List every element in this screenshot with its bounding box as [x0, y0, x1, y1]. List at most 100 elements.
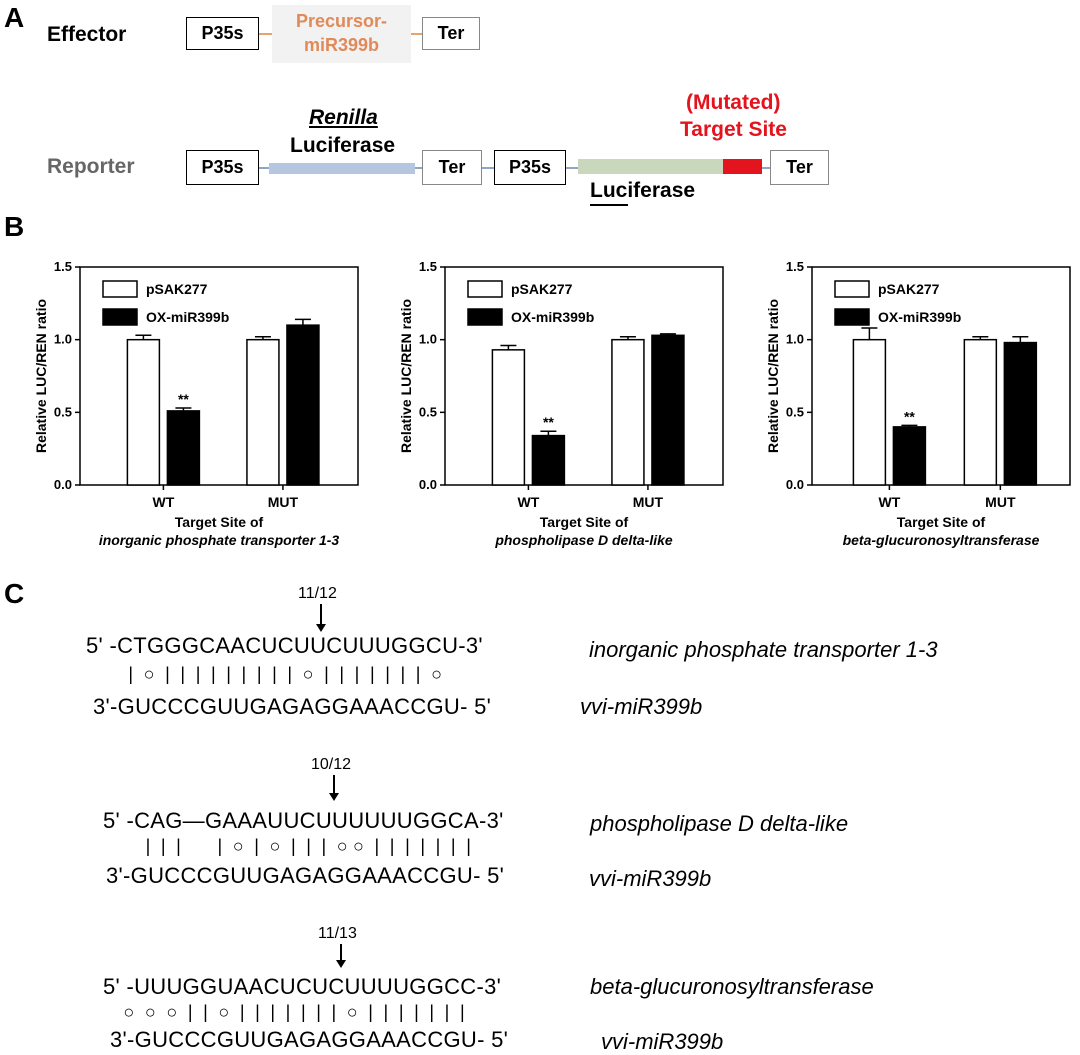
alignment-2-target-sequence: 5' -CAG—GAAAUUCUUUUUUGGCA-3' [103, 808, 504, 833]
effector-label: Effector [47, 23, 127, 46]
y-tick-label: 0.0 [54, 477, 72, 492]
legend-swatch [467, 308, 503, 326]
panel-label-b: B [4, 211, 25, 242]
reporter-label: Reporter [47, 155, 135, 178]
reporter-connector-3 [482, 167, 494, 169]
plot-frame [811, 266, 1071, 486]
legend-label: pSAK277 [146, 281, 208, 297]
renilla-luciferase-label: Luciferase [290, 134, 396, 157]
bar-psak277 [611, 338, 645, 486]
bar-ox-mir399b [892, 426, 927, 486]
x-axis-label: Target Site of [897, 514, 986, 530]
x-axis-label: Target Site of [540, 514, 629, 530]
alignment-1-arrow [320, 604, 322, 628]
bar-psak277 [126, 338, 161, 486]
legend-label: pSAK277 [878, 281, 940, 297]
plot-frame [444, 266, 724, 486]
y-tick-label: 1.5 [786, 259, 804, 274]
alignment-1-pairing: | ○ | | | | | | | | | ○ | | | | | | | ○ [118, 664, 443, 684]
alignment-2-pairing: | | | | ○ | ○ | | | ○ ○ | | | | | | | [130, 836, 472, 856]
luciferase-label: Luciferase [590, 179, 696, 202]
bar-ox-mir399b [286, 324, 320, 486]
panel-label-c: C [4, 578, 25, 609]
plot-frame [79, 266, 359, 486]
legend-swatch [834, 308, 870, 326]
alignment-1-fraction: 11/12 [298, 585, 337, 602]
luciferase-bar [578, 159, 723, 174]
alignment-2-arrowhead [329, 793, 339, 801]
y-tick-label: 0.0 [419, 477, 437, 492]
luciferase-underline [590, 204, 628, 206]
alignment-1-arrowhead [316, 624, 326, 632]
reporter-terminator-2-box: Ter [770, 150, 829, 185]
x-axis-label: Target Site of [175, 514, 264, 530]
x-tick-label: MUT [985, 494, 1016, 510]
target-site-block [723, 159, 762, 174]
panel-label-a: A [4, 2, 25, 33]
alignment-3-gene-name: beta-glucuronosyltransferase [590, 974, 874, 999]
x-tick-label: WT [518, 494, 540, 510]
reporter-promoter-1-box: P35s [186, 150, 259, 185]
alignment-2-mirna-sequence: 3'-GUCCCGUUGAGAGGAAACCGU- 5' [106, 863, 505, 888]
alignment-3-arrowhead [336, 960, 346, 968]
legend-swatch [102, 280, 138, 298]
effector-connector-left [259, 33, 272, 35]
legend-swatch [102, 308, 138, 326]
y-tick-label: 0.0 [786, 477, 804, 492]
legend-label: OX-miR399b [511, 309, 594, 325]
alignment-3-mirna-name: vvi-miR399b [601, 1029, 724, 1054]
bar-psak277 [246, 338, 280, 486]
x-tick-label: WT [879, 494, 901, 510]
effector-terminator-box: Ter [422, 17, 480, 50]
y-tick-label: 1.5 [419, 259, 437, 274]
y-axis-label: Relative LUC/REN ratio [33, 299, 49, 453]
x-axis-gene-label: inorganic phosphate transporter 1-3 [99, 532, 340, 548]
legend-label: OX-miR399b [146, 309, 229, 325]
bar-ox-mir399b [1003, 341, 1038, 486]
target-site-label-1: (Mutated) [686, 91, 781, 114]
bar-ox-mir399b [651, 334, 685, 486]
alignment-3-pairing: ○ ○ ○ | | ○ | | | | | | | ○ | | | | | | … [113, 1002, 465, 1022]
alignment-2-gene-name: phospholipase D delta-like [590, 811, 849, 836]
significance-label: ** [904, 408, 915, 424]
significance-label: ** [178, 391, 189, 407]
bar-psak277 [852, 338, 887, 486]
y-tick-label: 0.5 [419, 404, 437, 419]
bar-ox-mir399b [166, 410, 201, 486]
alignment-3-mirna-sequence: 3'-GUCCCGUUGAGAGGAAACCGU- 5' [110, 1027, 509, 1052]
effector-connector-right [411, 33, 422, 35]
bar-psak277 [491, 349, 526, 486]
x-tick-label: WT [153, 494, 175, 510]
target-site-label-2: Target Site [680, 118, 787, 141]
bar-psak277 [963, 338, 998, 486]
reporter-connector-5 [762, 167, 770, 169]
y-tick-label: 0.5 [786, 404, 804, 419]
alignment-1-mirna-name: vvi-miR399b [580, 694, 703, 719]
alignment-1-target-sequence: 5' -CTGGGCAACUCUUCUUUGGCU-3' [86, 633, 483, 658]
x-axis-gene-label: phospholipase D delta-like [494, 532, 673, 548]
x-axis-gene-label: beta-glucuronosyltransferase [843, 532, 1040, 548]
y-tick-label: 1.0 [786, 332, 804, 347]
renilla-bar [269, 163, 415, 174]
legend-swatch [834, 280, 870, 298]
y-tick-label: 1.0 [54, 332, 72, 347]
legend-label: pSAK277 [511, 281, 573, 297]
y-tick-label: 1.5 [54, 259, 72, 274]
reporter-connector-1 [259, 167, 269, 169]
alignment-1-mirna-sequence: 3'-GUCCCGUUGAGAGGAAACCGU- 5' [93, 694, 492, 719]
alignment-2-mirna-name: vvi-miR399b [589, 866, 712, 891]
reporter-connector-4 [566, 167, 578, 169]
alignment-3-fraction: 11/13 [318, 925, 357, 942]
y-axis-label: Relative LUC/REN ratio [765, 299, 781, 453]
reporter-connector-2 [415, 167, 422, 169]
effector-promoter-box: P35s [186, 17, 259, 50]
alignment-3-target-sequence: 5' -UUUGGUAACUCUCUUUUGGCC-3' [103, 974, 502, 999]
alignment-1-gene-name: inorganic phosphate transporter 1-3 [589, 637, 938, 662]
bar-ox-mir399b [531, 434, 566, 486]
x-tick-label: MUT [633, 494, 664, 510]
legend-label: OX-miR399b [878, 309, 961, 325]
alignment-2-fraction: 10/12 [311, 756, 352, 773]
